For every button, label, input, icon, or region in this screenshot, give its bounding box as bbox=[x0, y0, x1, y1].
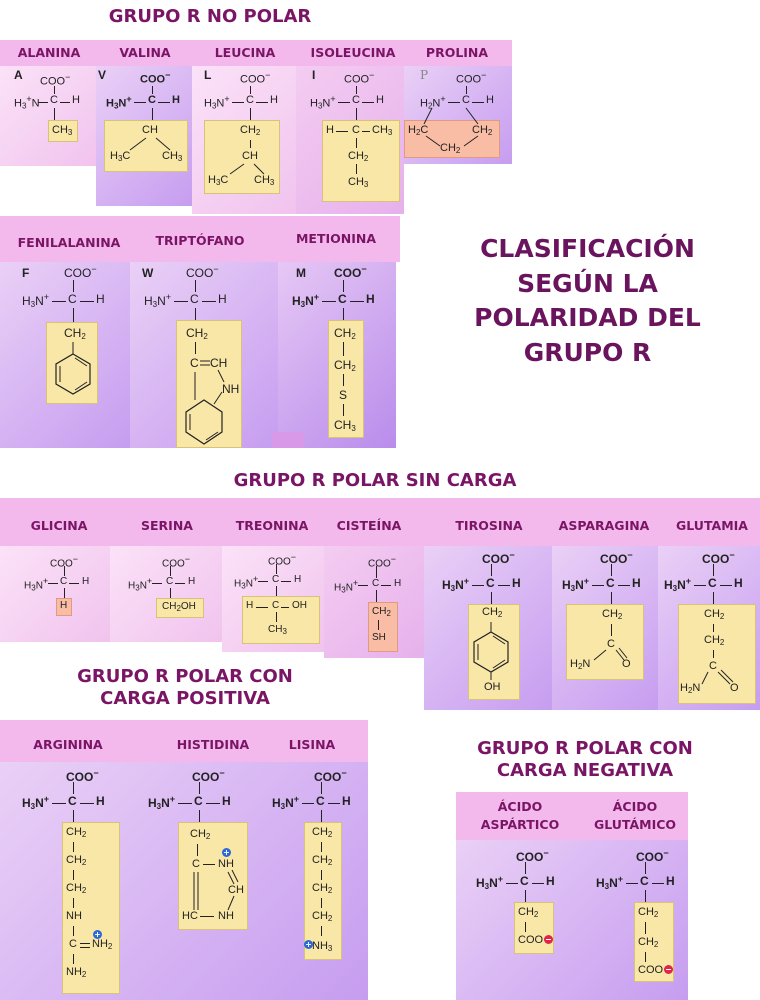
code-m: M bbox=[296, 266, 306, 280]
molecule-triptofano: COO− H3N+ C H CH2 C CH NH bbox=[130, 262, 278, 448]
polar-positive-heading-line-2: CARGA POSITIVA bbox=[100, 687, 270, 709]
molecule-asparagina: COO− H3N+ C H CH2 C H2N O bbox=[552, 546, 658, 710]
label-treonina: TREONINA bbox=[235, 518, 309, 533]
polar-positive-label-bar bbox=[0, 720, 368, 762]
label-tirosina: TIROSINA bbox=[455, 518, 523, 533]
polar-negative-heading: GRUPO R POLAR CON CARGA NEGATIVA bbox=[420, 738, 750, 781]
panel-alanina bbox=[0, 66, 96, 166]
label-glicina: GLICINA bbox=[30, 518, 88, 533]
label-acido-aspartico-line-1: ÁCIDO bbox=[497, 799, 543, 814]
label-valina: VALINA bbox=[119, 45, 171, 60]
label-prolina: PROLINA bbox=[425, 45, 489, 60]
label-acido-aspartico-line-2: ASPÁRTICO bbox=[480, 816, 560, 832]
main-title-line-4: GRUPO R bbox=[523, 337, 652, 367]
code-i: I bbox=[312, 68, 316, 82]
molecule-cisteina: COO− H3N+ C H CH2 SH bbox=[324, 546, 424, 658]
label-glutamia: GLUTAMIA bbox=[676, 518, 748, 533]
label-acido-aspartico: ÁCIDO ASPÁRTICO bbox=[462, 798, 578, 833]
label-acido-glutamico-line-2: GLUTÁMICO bbox=[593, 816, 677, 832]
code-a: A bbox=[14, 68, 23, 82]
molecule-histidina: COO− H3N+ C H CH2 C NH + CH HC NH bbox=[130, 762, 260, 1000]
panel-serina bbox=[110, 546, 222, 642]
polar-negative-heading-line-2: CARGA NEGATIVA bbox=[496, 759, 674, 781]
molecule-leucina: COO− H3N+ C H CH2 CH H3C CH3 bbox=[192, 66, 296, 214]
nonpolar-heading: GRUPO R NO POLAR bbox=[108, 6, 312, 27]
code-w: W bbox=[142, 266, 154, 280]
panel-metionina-tab bbox=[272, 432, 304, 448]
label-leucina: LEUCINA bbox=[214, 45, 276, 60]
label-alanina: ALANINA bbox=[17, 45, 81, 60]
main-title: CLASIFICACIÓN SEGÚN LA POLARIDAD DEL GRU… bbox=[420, 232, 755, 370]
label-lisina: LISINA bbox=[288, 737, 336, 752]
molecule-alanina: COO− H3+N C H CH3 bbox=[0, 66, 96, 166]
polar-positive-heading-line-1: GRUPO R POLAR CON bbox=[77, 666, 293, 687]
panel-glicina bbox=[0, 546, 110, 642]
polar-negative-label-bar bbox=[456, 792, 688, 840]
code-l: L bbox=[204, 68, 212, 82]
molecule-fenilalanina: COO− H3N+ C H CH2 bbox=[0, 262, 130, 448]
molecule-acido-aspartico: COO− H3N+ C H CH2 COO bbox=[456, 840, 572, 1000]
molecule-metionina: COO− H3N+ C H CH2 CH2 S CH3 bbox=[278, 262, 396, 448]
molecule-serina: COO− H3N+ C H CH2OH bbox=[110, 546, 222, 642]
molecule-arginina: COO− H3N+ C H CH2 CH2 CH2 NH C NH2 + NH2 bbox=[0, 762, 130, 1000]
main-title-line-1: CLASIFICACIÓN bbox=[480, 234, 695, 263]
molecule-lisina: COO− H3N+ C H CH2 CH2 CH2 CH2 NH3 + bbox=[260, 762, 368, 1000]
molecule-glicina: COO− H3N+ C H H bbox=[0, 546, 110, 642]
label-histidina: HISTIDINA bbox=[176, 737, 250, 752]
molecule-isoleucina: COO− H3N+ C H H C CH3 CH2 CH3 bbox=[296, 66, 404, 214]
label-fenilalanina: FENILALANINA bbox=[17, 235, 121, 250]
label-triptofano: TRIPTÓFANO bbox=[155, 233, 245, 248]
molecule-glutamia: COO− H3N+ C H CH2 CH2 C H2N O bbox=[658, 546, 760, 710]
code-f: F bbox=[22, 266, 30, 280]
label-serina: SERINA bbox=[141, 518, 193, 533]
label-isoleucina: ISOLEUCINA bbox=[310, 45, 396, 60]
code-v: V bbox=[98, 68, 107, 82]
molecule-treonina: COO− H3N+ C H H C OH CH3 bbox=[222, 546, 324, 652]
nonpolar-label-bar-1 bbox=[0, 40, 512, 66]
code-p: P bbox=[420, 68, 429, 82]
polar-negative-heading-line-1: GRUPO R POLAR CON bbox=[477, 738, 693, 759]
main-title-line-2: SEGÚN LA bbox=[517, 268, 658, 298]
molecule-prolina: COO− H2N+ C H H2C CH2 CH2 bbox=[404, 66, 512, 164]
label-acido-glutamico: ÁCIDO GLUTÁMICO bbox=[578, 798, 692, 833]
label-acido-glutamico-line-1: ÁCIDO bbox=[612, 799, 658, 814]
polar-uncharged-heading: GRUPO R POLAR SIN CARGA bbox=[233, 470, 517, 491]
molecule-tirosina: COO− H3N+ C H CH2 OH bbox=[424, 546, 552, 710]
label-cisteina: CISTEÍNA bbox=[336, 518, 402, 533]
label-metionina: METIONINA bbox=[295, 231, 377, 246]
molecule-acido-glutamico: COO− H3N+ C H CH2 CH2 COO bbox=[572, 840, 688, 1000]
label-asparagina: ASPARAGINA bbox=[558, 518, 650, 533]
polar-uncharged-label-bar bbox=[0, 498, 760, 546]
nonpolar-label-bar-2 bbox=[0, 216, 400, 262]
molecule-valina: COO− H3N+ C H CH H3C CH3 bbox=[96, 66, 192, 206]
polar-positive-heading: GRUPO R POLAR CON CARGA POSITIVA bbox=[20, 666, 350, 709]
label-arginina: ARGININA bbox=[33, 737, 103, 752]
main-title-line-3: POLARIDAD DEL bbox=[474, 303, 701, 332]
